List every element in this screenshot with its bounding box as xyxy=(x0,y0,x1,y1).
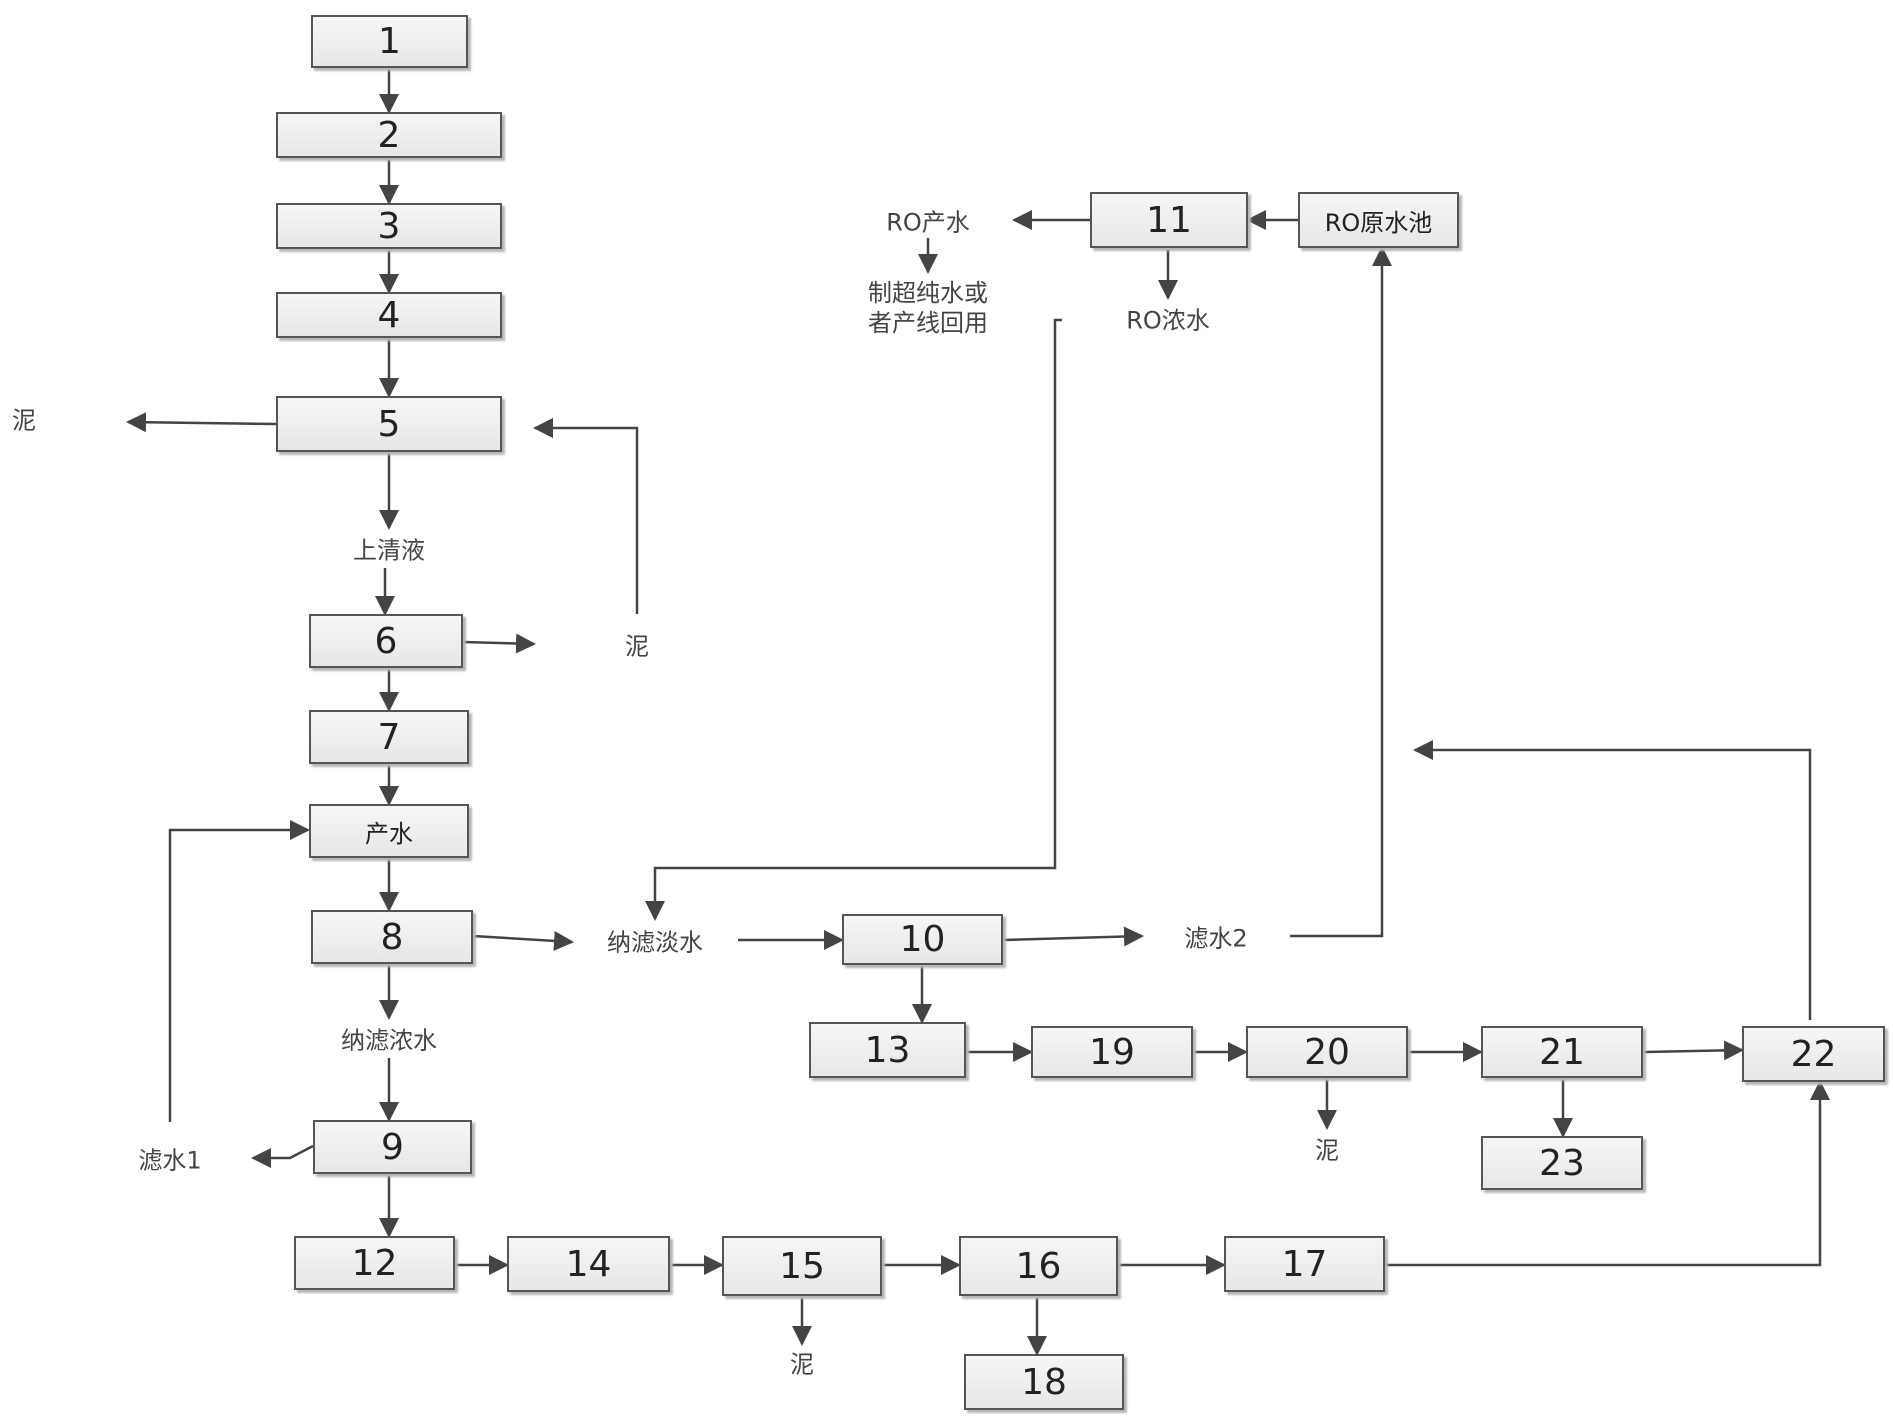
arrow-5-sludge xyxy=(126,412,277,433)
arrow-6-sludge xyxy=(462,633,536,654)
nf-concentrate-label: 纳滤浓水 xyxy=(341,1026,437,1055)
process-box-3-label: 3 xyxy=(377,205,401,247)
process-box-12-label: 12 xyxy=(351,1242,398,1284)
process-box-16-label: 16 xyxy=(1015,1245,1062,1287)
product-water-box: 产水 xyxy=(309,804,469,858)
process-box-18-label: 18 xyxy=(1021,1361,1067,1403)
arrow-roconc-nfpermeate xyxy=(645,318,1062,921)
process-box-7: 7 xyxy=(309,710,469,764)
ro-concentrate-label: RO浓水 xyxy=(1126,306,1210,335)
ultrapure-reuse-label: 制超纯水或 者产线回用 xyxy=(868,279,988,337)
ro-product-label: RO产水 xyxy=(886,208,970,237)
arrow-sludge-return xyxy=(533,418,639,614)
process-box-21-label: 21 xyxy=(1539,1031,1585,1073)
arrow-filtrate1-product xyxy=(168,820,310,1122)
ro-raw-tank-label: RO原水池 xyxy=(1324,208,1433,237)
sludge-label-20: 泥 xyxy=(1315,1136,1339,1165)
process-box-17-label: 17 xyxy=(1281,1243,1328,1285)
process-box-6-label: 6 xyxy=(374,620,398,662)
process-box-8: 8 xyxy=(311,910,473,964)
process-box-16: 16 xyxy=(959,1236,1118,1296)
process-box-15: 15 xyxy=(722,1236,882,1296)
process-box-5-label: 5 xyxy=(377,403,401,445)
process-box-15-label: 15 xyxy=(779,1245,825,1287)
process-box-9: 9 xyxy=(313,1120,472,1174)
arrow-filtrate2-roraw xyxy=(1290,246,1392,938)
nf-permeate-label: 纳滤淡水 xyxy=(607,928,703,957)
arrow-17-22 xyxy=(1385,1080,1830,1267)
process-box-6: 6 xyxy=(309,614,463,668)
process-box-1: 1 xyxy=(311,15,468,68)
arrow-22-return xyxy=(1413,740,1812,1020)
process-box-4: 4 xyxy=(276,292,502,338)
sludge-label-15: 泥 xyxy=(790,1350,814,1379)
arrow-9-filtrate1 xyxy=(251,1144,314,1168)
supernatant-label: 上清液 xyxy=(353,536,425,565)
process-box-13: 13 xyxy=(809,1022,966,1078)
process-box-3: 3 xyxy=(276,203,502,249)
filtrate1-label: 滤水1 xyxy=(138,1146,202,1175)
process-box-14-label: 14 xyxy=(565,1243,612,1285)
process-box-19-label: 19 xyxy=(1089,1031,1135,1073)
process-box-2: 2 xyxy=(276,112,502,158)
process-box-21: 21 xyxy=(1481,1026,1643,1078)
process-box-14: 14 xyxy=(507,1236,670,1292)
arrow-10-filtrate2 xyxy=(1002,926,1144,947)
process-box-10-label: 10 xyxy=(899,919,946,960)
ro-raw-tank-box: RO原水池 xyxy=(1298,192,1459,248)
process-box-5: 5 xyxy=(276,396,502,452)
process-box-17: 17 xyxy=(1224,1236,1385,1292)
arrow-8-nfpermeate xyxy=(472,930,574,951)
process-box-4-label: 4 xyxy=(377,294,401,336)
process-box-1-label: 1 xyxy=(378,21,401,62)
arrow-21-22 xyxy=(1642,1040,1744,1061)
process-box-19: 19 xyxy=(1031,1026,1193,1078)
sludge-label-6: 泥 xyxy=(625,632,649,661)
process-box-22: 22 xyxy=(1742,1026,1885,1082)
filtrate2-label: 滤水2 xyxy=(1184,924,1248,953)
process-box-8-label: 8 xyxy=(380,916,404,958)
process-box-2-label: 2 xyxy=(377,114,401,156)
sludge-label-5: 泥 xyxy=(12,406,36,435)
product-water-label: 产水 xyxy=(365,819,413,848)
process-box-20-label: 20 xyxy=(1304,1031,1350,1073)
process-box-23: 23 xyxy=(1481,1136,1643,1190)
process-box-10: 10 xyxy=(842,914,1003,965)
process-box-12: 12 xyxy=(294,1236,455,1290)
process-box-11: 11 xyxy=(1090,192,1248,248)
process-box-13-label: 13 xyxy=(864,1029,911,1071)
process-box-18: 18 xyxy=(964,1354,1124,1410)
process-box-22-label: 22 xyxy=(1790,1033,1837,1075)
process-box-23-label: 23 xyxy=(1539,1142,1585,1184)
process-box-11-label: 11 xyxy=(1146,199,1192,241)
process-box-7-label: 7 xyxy=(377,716,401,758)
process-box-20: 20 xyxy=(1246,1026,1408,1078)
process-box-9-label: 9 xyxy=(381,1126,404,1168)
